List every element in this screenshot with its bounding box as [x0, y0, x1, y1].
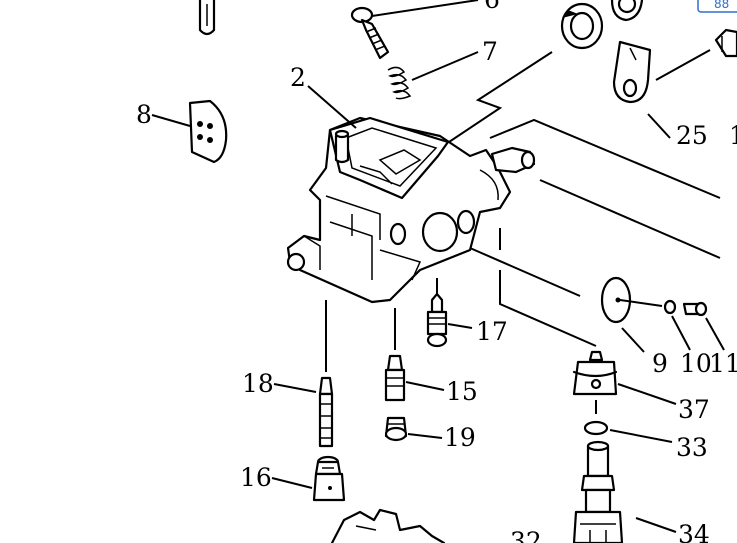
screw-part-6 — [350, 0, 479, 60]
callout-11: 11 — [709, 349, 737, 378]
leader-2 — [307, 85, 357, 129]
assembly-guide-right — [489, 118, 721, 199]
assembly-guide-upper — [439, 51, 553, 149]
o-ring-part-33 — [583, 420, 673, 443]
bolt-right-edge — [714, 28, 737, 58]
callout-9: 9 — [652, 349, 668, 378]
callout-18: 18 — [242, 369, 274, 398]
callout-16: 16 — [240, 463, 272, 492]
carburetor-body-part-2 — [286, 116, 536, 304]
callout-34: 34 — [678, 520, 710, 543]
plate-part-8 — [151, 99, 228, 164]
callout-19: 19 — [444, 423, 476, 452]
pin-part — [198, 0, 216, 36]
callout-8: 8 — [136, 100, 152, 129]
jet-part-15 — [384, 308, 445, 402]
spring-part-7 — [387, 51, 479, 100]
cap-part-37 — [572, 350, 677, 414]
callout-17: 17 — [476, 317, 508, 346]
screw-part-11 — [682, 301, 725, 351]
callout-32: 32 — [510, 527, 542, 543]
callout-25: 25 — [676, 121, 708, 150]
bracket-part-32 — [330, 508, 446, 543]
callout-2: 2 — [290, 63, 306, 92]
diaphragm-ring-part — [560, 0, 644, 50]
callout-15: 15 — [446, 377, 478, 406]
assembly-guide-mid — [469, 247, 581, 297]
disc-part-9 — [600, 276, 663, 353]
badge-text: 88 — [714, 0, 729, 11]
emulsion-tube-part-18 — [273, 300, 334, 448]
callout-37: 37 — [678, 395, 710, 424]
page-badge: 88 — [697, 0, 737, 13]
jet-holder-part-16 — [271, 455, 346, 502]
washer-part-10 — [663, 299, 691, 351]
plug-part-19 — [384, 416, 443, 442]
callout-1x: 1 — [729, 121, 737, 150]
callout-7: 7 — [482, 37, 498, 66]
callout-33: 33 — [676, 433, 708, 462]
callout-6: 6 — [484, 0, 500, 14]
callout-10: 10 — [680, 349, 712, 378]
shaft-part-34 — [572, 440, 677, 543]
assembly-guide-lower-right — [539, 179, 721, 259]
bracket-part-25 — [612, 40, 711, 139]
assembly-guide-to-37 — [499, 270, 597, 347]
needle-valve-part-17 — [426, 278, 473, 348]
